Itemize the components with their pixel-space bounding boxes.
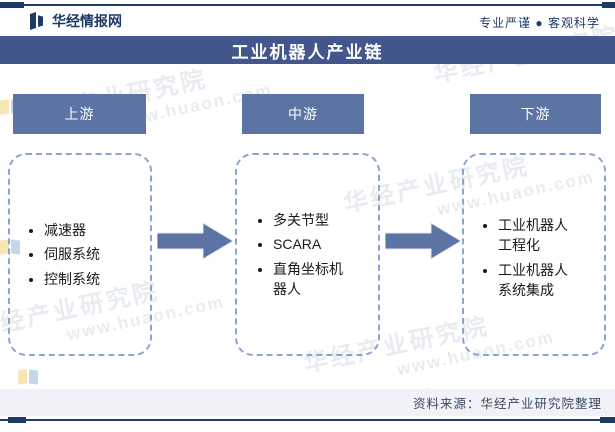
stage-box-upstream: 减速器 伺服系统 控制系统	[8, 153, 152, 356]
footer-band: 资料来源：华经产业研究院整理	[0, 389, 615, 416]
stage-box-midstream: 多关节型 SCARA 直角坐标机器人	[235, 153, 380, 356]
stage-header-downstream: 下游	[470, 94, 601, 134]
stage-box-downstream: 工业机器人工程化 工业机器人系统集成	[462, 153, 606, 356]
bottom-divider-cap-right	[600, 417, 615, 423]
source-note: 资料来源：华经产业研究院整理	[412, 397, 602, 411]
arrow-right-icon	[384, 222, 462, 260]
bottom-divider	[0, 419, 615, 421]
midstream-item-list: 多关节型 SCARA 直角坐标机器人	[257, 206, 353, 303]
stage-header-midstream: 中游	[242, 94, 364, 134]
list-item: 工业机器人工程化	[498, 215, 578, 256]
top-divider-cap-left	[0, 2, 24, 8]
upstream-item-list: 减速器 伺服系统 控制系统	[28, 216, 124, 293]
list-item: 直角坐标机器人	[273, 259, 353, 300]
book-logo-icon	[30, 12, 46, 30]
bottom-divider-cap-left	[8, 417, 26, 423]
list-item: SCARA	[273, 234, 353, 254]
arrow-right-icon	[156, 222, 234, 260]
list-item: 减速器	[44, 220, 124, 240]
downstream-item-list: 工业机器人工程化 工业机器人系统集成	[482, 211, 578, 304]
list-item: 控制系统	[44, 269, 124, 289]
top-divider	[0, 4, 615, 6]
list-item: 多关节型	[273, 210, 353, 230]
stage-header-upstream: 上游	[13, 94, 146, 134]
top-divider-cap-right	[602, 2, 615, 8]
brand-logo: 华经情报网	[30, 11, 122, 31]
logo-watermark	[18, 369, 38, 389]
list-item: 伺服系统	[44, 244, 124, 264]
brand-name: 华经情报网	[52, 13, 122, 29]
slogan-text: 专业严谨 ● 客观科学	[479, 16, 600, 30]
list-item: 工业机器人系统集成	[498, 260, 578, 301]
page-title: 工业机器人产业链	[0, 36, 615, 64]
